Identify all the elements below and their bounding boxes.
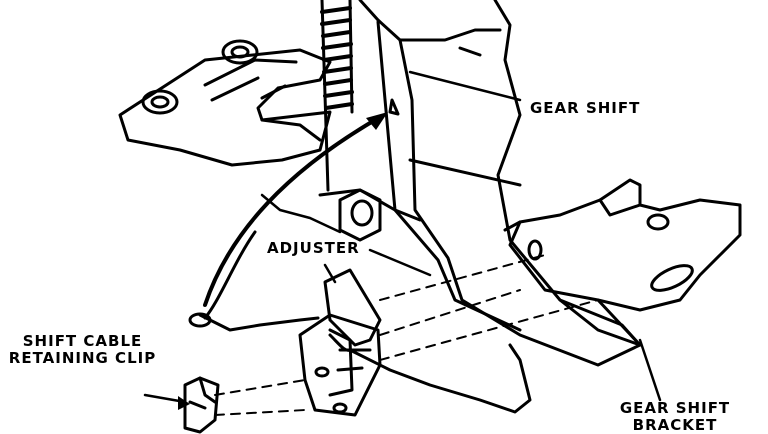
- bracket-hole-side: [527, 239, 543, 261]
- label-gear-shift-bracket: GEAR SHIFT BRACKET: [600, 400, 750, 434]
- label-shift-cable-line2: RETAINING CLIP: [8, 349, 157, 367]
- retaining-clip: [183, 376, 220, 434]
- mounting-hole-right: [221, 39, 259, 65]
- shift-cable: [188, 230, 532, 414]
- adjuster-block: [298, 268, 382, 417]
- pivot-boss: [338, 188, 382, 242]
- mounting-plate: [118, 39, 332, 167]
- bracket-hole-upper: [646, 213, 670, 231]
- label-shift-cable-retaining-clip: SHIFT CABLE RETAINING CLIP: [0, 333, 165, 367]
- alignment-lines: [214, 254, 599, 416]
- leader-lines: [143, 70, 662, 410]
- install-arrow: [203, 112, 388, 307]
- label-shift-cable-line1: SHIFT CABLE: [22, 332, 143, 350]
- label-bracket-line1: GEAR SHIFT: [619, 399, 731, 417]
- threaded-rod: [320, 0, 354, 192]
- gear-shift-bracket: [318, 178, 742, 347]
- label-adjuster: ADJUSTER: [267, 239, 360, 257]
- label-bracket-line2: BRACKET: [632, 416, 718, 434]
- label-gear-shift: GEAR SHIFT: [530, 99, 641, 117]
- mounting-hole-left: [141, 89, 179, 115]
- gear-shift-lever: [358, 0, 642, 367]
- bracket-slot: [650, 264, 694, 292]
